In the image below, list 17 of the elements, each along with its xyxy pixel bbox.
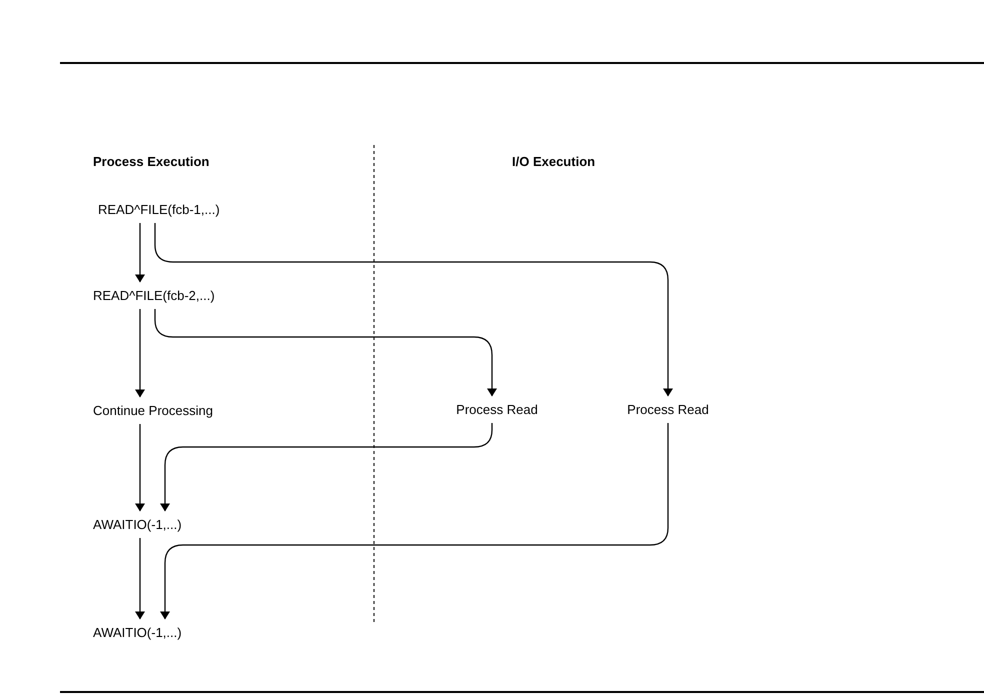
step-label: AWAITIO(-1,...) bbox=[93, 619, 182, 646]
arrow bbox=[135, 424, 145, 512]
arrow bbox=[135, 309, 145, 398]
step-label: Continue Processing bbox=[93, 397, 213, 424]
column-heading: I/O Execution bbox=[512, 154, 596, 169]
arrow bbox=[160, 423, 493, 512]
arrow bbox=[135, 538, 145, 620]
arrow bbox=[135, 223, 145, 282]
step-label: Process Read bbox=[627, 396, 709, 423]
arrow bbox=[154, 309, 497, 396]
step-label: AWAITIO(-1,...) bbox=[93, 511, 182, 538]
step-label: Process Read bbox=[456, 396, 538, 423]
arrow bbox=[160, 423, 669, 620]
column-heading: Process Execution bbox=[93, 154, 210, 169]
arrow bbox=[154, 223, 673, 396]
step-label: READ^FILE(fcb-2,...) bbox=[93, 282, 215, 309]
step-label: READ^FILE(fcb-1,...) bbox=[98, 196, 220, 223]
